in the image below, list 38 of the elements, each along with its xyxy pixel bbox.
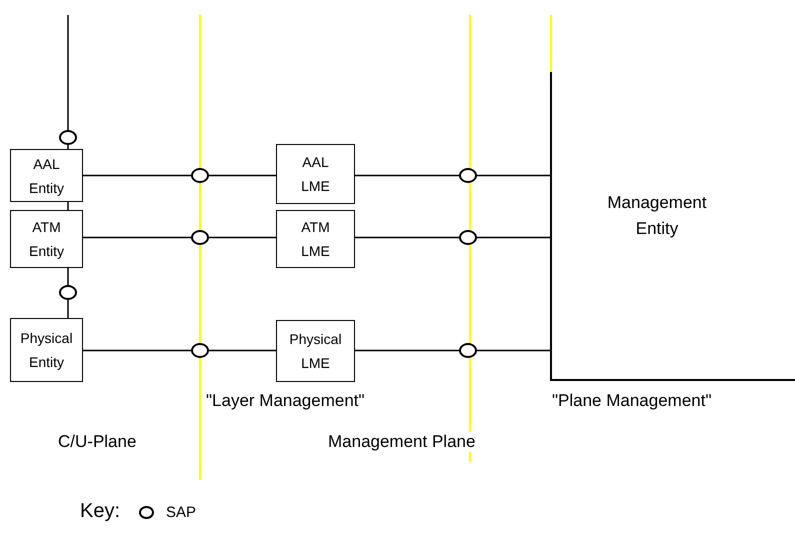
connector-line xyxy=(209,236,276,238)
plane-label: "Plane Management" xyxy=(552,391,712,411)
connector-line xyxy=(83,174,191,176)
connector-line xyxy=(67,15,69,130)
sap-circle xyxy=(59,130,77,145)
entity-box: ATM LME xyxy=(276,210,355,268)
connector-line xyxy=(67,300,69,318)
connector-line xyxy=(67,268,69,285)
entity-label: Management Entity xyxy=(606,192,708,240)
plane-label: "Layer Management" xyxy=(206,391,365,411)
entity-box: ATM Entity xyxy=(10,210,83,268)
plane-label: Management Plane xyxy=(328,432,476,452)
legend-label: SAP xyxy=(166,504,196,521)
entity-box: AAL Entity xyxy=(10,149,83,202)
connector-line xyxy=(477,174,550,176)
entity-box: AAL LME xyxy=(276,144,355,204)
sap-circle xyxy=(59,285,77,300)
connector-line xyxy=(209,174,276,176)
sap-circle xyxy=(191,168,209,183)
management-bracket xyxy=(550,72,795,381)
connector-line xyxy=(67,145,69,149)
entity-box: Physical Entity xyxy=(10,318,83,382)
connector-line xyxy=(355,350,459,352)
connector-line xyxy=(67,202,69,210)
connector-line xyxy=(209,350,276,352)
sap-circle xyxy=(459,343,477,358)
connector-line xyxy=(477,236,550,238)
connector-line xyxy=(355,236,459,238)
connector-line xyxy=(477,350,550,352)
connector-line xyxy=(83,350,191,352)
key-label: Key: xyxy=(80,500,120,523)
sap-circle xyxy=(459,168,477,183)
entity-box: Physical LME xyxy=(276,320,355,382)
sap-circle xyxy=(191,343,209,358)
connector-line xyxy=(355,174,459,176)
sap-circle xyxy=(191,230,209,245)
connector-line xyxy=(83,236,191,238)
sap-circle xyxy=(459,230,477,245)
